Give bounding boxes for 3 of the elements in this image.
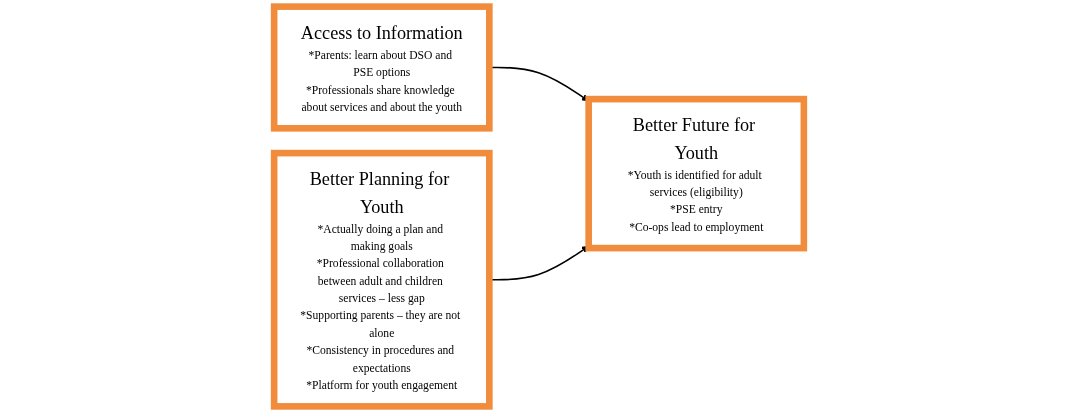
node-box: Access to Information *Parents: learn about DSO and PSE options *Professionals share knowledge about services and about the youth <box>270 3 493 132</box>
node-box: Better Planning for Youth *Actually doing a plan and making goals *Professional collaboration between adult and children services – less gap *Supporting parents – they are not alone *Consistency in procedures and expectations *Platform for youth engagement <box>270 149 493 410</box>
node-box: Better Future for Youth *Youth is identified for adult services (eligibility) *PSE entry *Co-ops lead to employment <box>585 95 808 252</box>
